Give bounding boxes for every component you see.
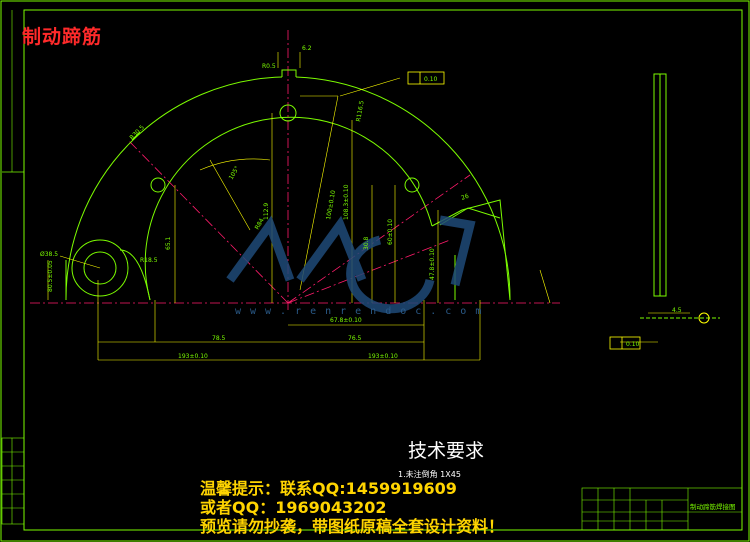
upper-hole [279,104,297,122]
dim-h30: 30.8 [363,236,370,250]
pivot-hole-inner [83,251,117,285]
title-block-name-text: 制动蹄筋焊接图 [690,502,736,511]
pivot-hole-outer [71,239,129,297]
frame-inner [23,9,743,531]
dim-r30: R30.5 [128,124,145,141]
drawing-title: 制动蹄筋 [22,26,103,48]
dim-w76: 76.5 [348,335,362,342]
dim-b: R0.5 [262,63,276,70]
title-block-name: 制动蹄筋焊接图 [690,502,736,511]
tolerance-box-top [407,71,445,85]
dim-h108: 108.3±0.10 [343,184,350,220]
watermark-url: www.renrendoc.com [235,306,491,317]
dim-h47: 47.8±0.10 [429,248,436,280]
dim-w78: 78.5 [212,335,226,342]
dim-hole: Ø38.5 [40,251,58,258]
dim-w67: 67.8±0.10 [330,317,362,324]
dim-arc: 105° [228,165,241,181]
left-stamp-table [1,437,25,525]
title-block [581,487,743,531]
dim-w193r: 193±0.10 [368,353,398,360]
right-hole [404,177,420,193]
dim-side: 4.5 [672,307,682,314]
tolerance-box-bottom [609,336,641,350]
notice-line-1: 温馨提示：联系QQ:1459919609 [200,479,457,498]
notice-line-2: 或者QQ：1969043202 [200,498,387,517]
tech-requirements-title: 技术要求 [408,440,485,462]
dim-top: 6.2 [302,45,312,52]
notice-line-3: 预览请勿抄袭，带图纸原稿全套设计资料！ [200,517,505,536]
dim-r116: R116.5 [355,100,366,122]
dim-h65: 65.1 [165,236,172,250]
watermark-logo [226,215,476,314]
left-hole [150,177,166,193]
dim-w193l: 193±0.10 [178,353,208,360]
dim-h100: 100±0.10 [325,190,337,221]
dim-tol2: 0.10 [626,341,640,348]
tech-requirements-text: 1.未注倒角 1X45 [398,470,461,479]
dim-tol1: 0.10 [424,76,438,83]
dim-r18: R18.5 [140,257,158,264]
dim-left: 80.5±0.05 [47,260,54,292]
dim-h60: 60±0.10 [387,219,394,245]
dim-h112: 112.9 [263,203,270,220]
dim-d26: 26 [460,193,470,202]
center-lines [30,30,560,312]
side-view [640,73,720,324]
dimension-lines [47,52,690,361]
